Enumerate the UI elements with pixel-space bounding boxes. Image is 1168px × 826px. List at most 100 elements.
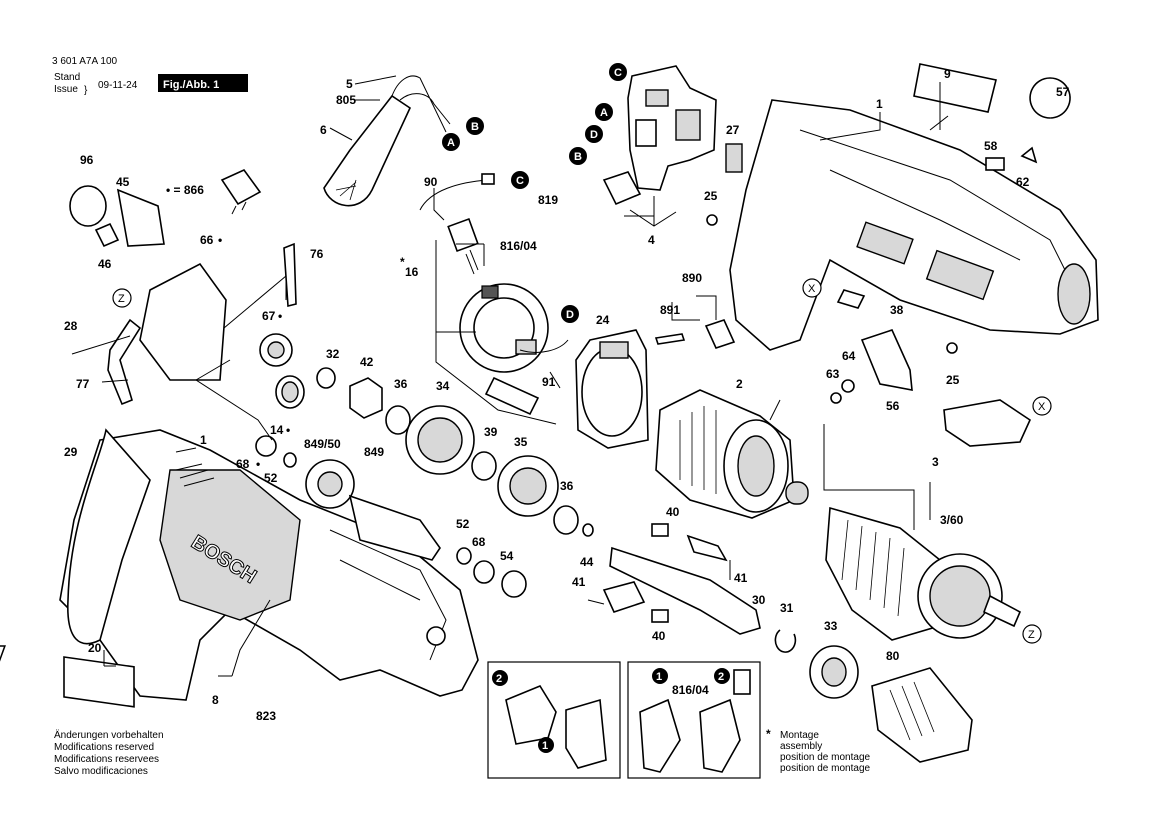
housing-right — [729, 99, 1099, 351]
part-96: 96 — [80, 153, 94, 167]
part-16: 16 — [405, 265, 419, 279]
issue-date: 09-11-24 — [98, 80, 138, 91]
mod-line-2: Modifications reserved — [54, 742, 154, 753]
part-5: 5 — [346, 77, 353, 91]
montage-line-4: position de montage — [780, 763, 871, 774]
part-28: 28 — [64, 319, 78, 333]
callout-b: B — [471, 121, 479, 133]
part-91: 91 — [542, 375, 556, 389]
housing-left: BOSCH — [0, 63, 997, 708]
part-34: 34 — [436, 379, 450, 393]
misc-left-parts — [67, 185, 297, 645]
armature — [785, 481, 1022, 641]
inset-right-step-1: 1 — [656, 671, 662, 683]
part-32: 32 — [326, 347, 340, 361]
part-25-b: 25 — [946, 373, 960, 387]
switch-module — [602, 65, 717, 227]
ref-x-2: X — [1038, 401, 1046, 413]
inset-step-2: 2 — [496, 673, 502, 685]
callout-c: C — [614, 67, 622, 79]
bullet-67: • — [278, 309, 282, 323]
part-41-b: 41 — [734, 571, 748, 585]
part-44: 44 — [580, 555, 594, 569]
part-54: 54 — [500, 549, 514, 563]
part-3: 3 — [932, 455, 939, 469]
callout-d-2: D — [566, 309, 574, 321]
part-33: 33 — [824, 619, 838, 633]
part-36-b: 36 — [560, 479, 574, 493]
part-40-b: 40 — [652, 629, 666, 643]
callout-d: D — [590, 129, 598, 141]
modifications-note: Änderungen vorbehalten Modifications res… — [54, 729, 164, 777]
bullet-14: • — [286, 423, 290, 437]
markers: • • • • * — [218, 233, 405, 471]
part-24: 24 — [596, 313, 610, 327]
header-block: 3 601 A7A 100 Stand Issue } 09-11-24 Fig… — [52, 56, 248, 197]
stator — [655, 389, 795, 519]
part-29: 29 — [64, 445, 78, 459]
part-45: 45 — [116, 175, 130, 189]
strain-relief-sleeve — [323, 94, 412, 207]
part-57: 57 — [1056, 85, 1070, 99]
part-14: 14 — [270, 423, 284, 437]
part-20: 20 — [88, 641, 102, 655]
part-58: 58 — [984, 139, 998, 153]
part-27: 27 — [726, 123, 740, 137]
dot-legend: • = 866 — [166, 183, 204, 197]
inset-step-1: 1 — [542, 740, 548, 752]
inset-right: 1 2 816/04 — [627, 661, 761, 779]
montage-line-3: position de montage — [780, 752, 871, 763]
part-823: 823 — [256, 709, 276, 723]
part-891: 891 — [660, 303, 680, 317]
asterisk-16: * — [400, 255, 405, 269]
inset-left: 2 1 — [487, 661, 621, 779]
part-62: 62 — [1016, 175, 1030, 189]
ref-x-1: X — [808, 283, 816, 295]
part-68-b: 68 — [472, 535, 486, 549]
inset-part-label: 816/04 — [672, 683, 709, 697]
part-819: 819 — [538, 193, 558, 207]
part-41-a: 41 — [572, 575, 586, 589]
mod-line-1: Änderungen vorbehalten — [54, 729, 164, 741]
montage-line-2: assembly — [780, 741, 822, 752]
ref-z-2: Z — [1028, 629, 1035, 641]
part-890: 890 — [682, 271, 702, 285]
part-4: 4 — [648, 233, 655, 247]
brace-icon: } — [84, 85, 88, 96]
part-25-a: 25 — [704, 189, 718, 203]
part-816-04: 816/04 — [500, 239, 537, 253]
part-38: 38 — [890, 303, 904, 317]
part-number-labels: 1 1 2 3 3/60 4 5 6 8 9 14 16 20 24 25 25… — [64, 67, 1070, 723]
part-3-60: 3/60 — [940, 513, 964, 527]
figure-label: Fig./Abb. 1 — [163, 79, 219, 91]
part-80: 80 — [886, 649, 900, 663]
mod-line-3: Modifications reservees — [54, 754, 159, 765]
part-8: 8 — [212, 693, 219, 707]
bullet-68: • — [256, 457, 260, 471]
part-67: 67 — [262, 309, 276, 323]
doc-number: 3 601 A7A 100 — [52, 56, 118, 67]
gear-train — [255, 333, 973, 763]
part-1-right: 1 — [876, 97, 883, 111]
bullet-66: • — [218, 233, 222, 247]
part-68-a: 68 — [236, 457, 250, 471]
montage-symbol: * — [766, 727, 771, 741]
part-9: 9 — [944, 67, 951, 81]
issue-label: Issue — [54, 84, 78, 95]
field-holder — [575, 329, 649, 449]
part-849-50: 849/50 — [304, 437, 341, 451]
part-36-a: 36 — [394, 377, 408, 391]
part-35: 35 — [514, 435, 528, 449]
part-56: 56 — [886, 399, 900, 413]
part-40-a: 40 — [666, 505, 680, 519]
part-42: 42 — [360, 355, 374, 369]
brush-holder-assembly — [419, 173, 569, 416]
part-66: 66 — [200, 233, 214, 247]
leader-lines — [101, 75, 949, 677]
callout-a-2: A — [600, 107, 608, 119]
callout-a: A — [447, 137, 455, 149]
callout-b-2: B — [574, 151, 582, 163]
ref-z-1: Z — [118, 293, 125, 305]
misc-right-parts — [654, 77, 1071, 447]
